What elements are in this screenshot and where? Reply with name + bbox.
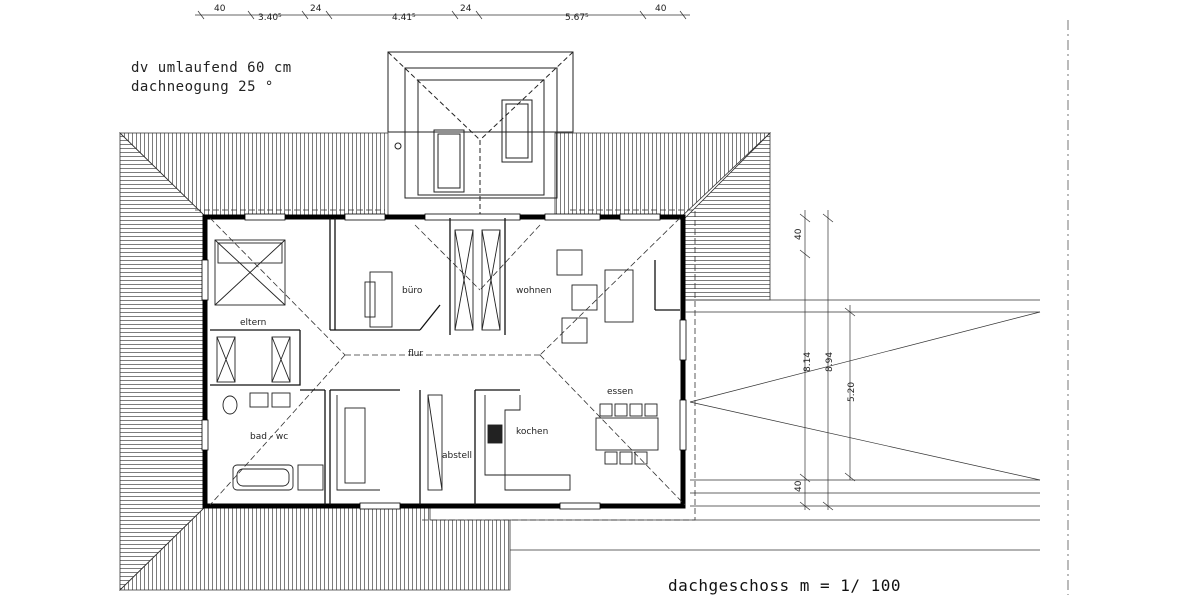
right-dimension-labels: 40 8.14 8.94 5.20 40 (794, 228, 857, 492)
bed (214, 239, 286, 306)
wardrobe-right (271, 336, 291, 383)
desk (369, 271, 393, 328)
dim-right-outer: 8.94 (825, 352, 835, 372)
room-kochen: kochen (516, 427, 548, 437)
room-bad: bad - wc (250, 432, 288, 442)
dim-top-2: 3.40⁵ (258, 13, 282, 23)
dim-right-bottom: 40 (794, 480, 804, 492)
dim-top-6: 5.67⁵ (565, 13, 589, 23)
room-buero: büro (402, 286, 423, 296)
sofa (604, 269, 634, 323)
skylight-right (501, 99, 533, 163)
side-table (571, 284, 598, 311)
dim-top-4: 4.41⁵ (392, 13, 416, 23)
dormer (387, 51, 574, 218)
note-overhang: dv umlaufend 60 cm (131, 60, 292, 76)
shelf-left (454, 229, 474, 331)
dim-top-5: 24 (460, 4, 472, 14)
room-eltern: eltern (240, 318, 266, 328)
room-wohnen: wohnen (516, 286, 552, 296)
right-dimension-lines (510, 210, 1041, 551)
dim-right-inner: 8.14 (803, 352, 813, 372)
roof-outline (195, 209, 696, 521)
sink-1 (249, 392, 269, 408)
top-dimension-labels: 40 3.40⁵ 24 4.41⁵ 24 5.67⁵ 40 (214, 4, 667, 23)
note-roof-pitch: dachneogung 25 ° (131, 79, 274, 95)
armchair (556, 249, 583, 276)
shower (297, 464, 324, 491)
room-abstell: abstell (442, 451, 472, 461)
top-dimension-line (195, 10, 690, 20)
outer-walls (201, 213, 687, 510)
drawing-title: dachgeschoss m = 1/ 100 (668, 576, 902, 595)
shelf-right (481, 229, 501, 331)
kitchen-counter (484, 395, 571, 491)
interior-walls (210, 218, 680, 505)
bathtub (232, 464, 294, 491)
furniture (214, 229, 659, 491)
dim-right-span: 5.20 (847, 382, 857, 402)
room-labels: eltern büro wohnen flur essen bad - wc a… (240, 286, 633, 461)
wardrobe-left (216, 336, 236, 383)
toilet (222, 395, 238, 415)
dim-top-7: 40 (655, 4, 667, 14)
dim-right-top: 40 (794, 228, 804, 240)
dim-top-1: 40 (214, 4, 226, 14)
room-flur: flur (408, 349, 423, 359)
skylight-left (433, 129, 465, 193)
dining-table (595, 417, 659, 451)
room-essen: essen (607, 387, 633, 397)
dim-top-3: 24 (310, 4, 322, 14)
stair-cabinet (344, 407, 366, 484)
sink-2 (271, 392, 291, 408)
storage-rack (427, 394, 443, 491)
roof-hatching (119, 132, 772, 591)
